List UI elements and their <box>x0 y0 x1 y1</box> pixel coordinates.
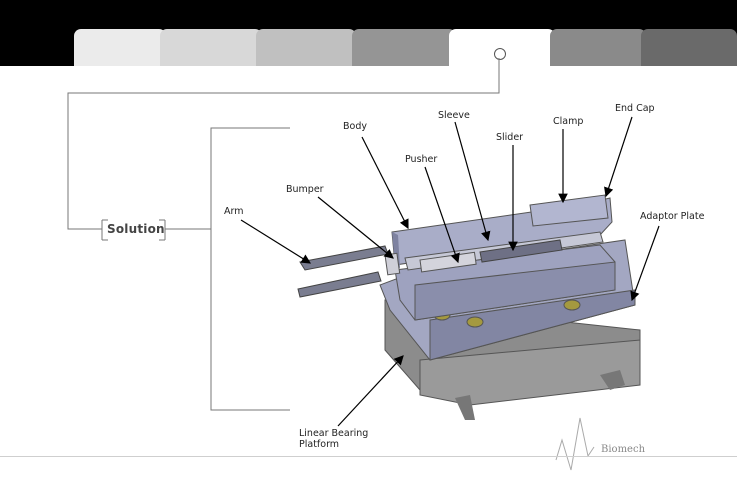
label-pusher: Pusher <box>405 154 438 165</box>
label-platform-line1: Linear Bearing <box>299 428 369 439</box>
nav-tab-4[interactable] <box>352 29 456 66</box>
connector-lines <box>67 58 500 411</box>
biomech-logo-icon <box>555 417 595 471</box>
footer-divider <box>0 456 737 457</box>
nav-tab-2[interactable] <box>160 29 262 66</box>
clamp <box>529 194 609 227</box>
label-slider: Slider <box>496 132 524 143</box>
bolt <box>563 299 581 311</box>
label-arm: Arm <box>224 206 244 217</box>
label-bumper: Bumper <box>286 184 324 195</box>
callout-arrows <box>240 116 660 427</box>
label-platform-line2: Platform <box>299 439 340 450</box>
label-clamp: Clamp <box>553 116 584 127</box>
arm-lower <box>297 271 382 298</box>
nav-tab-7[interactable] <box>641 29 737 66</box>
nav-tab-1[interactable] <box>74 29 166 66</box>
label-body: Body <box>343 121 367 132</box>
device-illustration <box>297 194 641 420</box>
section-label: Solution <box>107 222 165 236</box>
nav-tab-5-active[interactable] <box>449 29 555 66</box>
bolt <box>466 316 484 328</box>
label-end-cap: End Cap <box>615 103 655 114</box>
pusher <box>419 251 477 273</box>
arm-upper <box>299 245 389 271</box>
label-adaptor-plate: Adaptor Plate <box>640 211 705 222</box>
label-sleeve: Sleeve <box>438 110 470 121</box>
nav-tab-3[interactable] <box>256 29 356 66</box>
active-tab-indicator <box>494 48 506 60</box>
nav-tab-6[interactable] <box>550 29 646 66</box>
slider <box>479 239 563 263</box>
bumper <box>384 252 401 276</box>
footer-brand: Biomech <box>601 444 646 455</box>
